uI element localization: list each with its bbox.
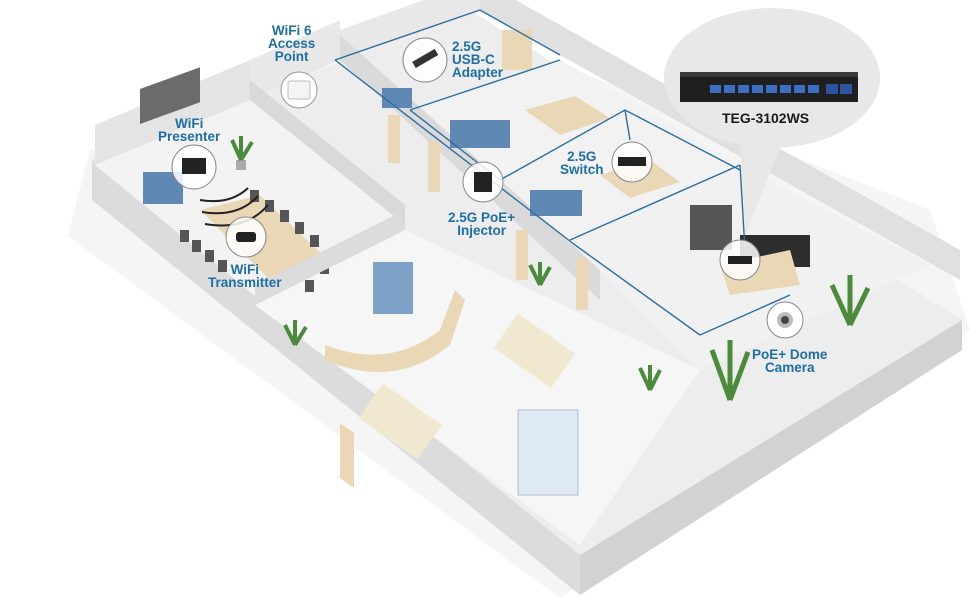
floor-slab-front — [92, 160, 580, 595]
label-wifi-presenter: WiFi Presenter — [158, 116, 221, 144]
back-wall-left — [95, 60, 250, 165]
product-callout-tail — [740, 135, 785, 235]
wall-conference-lobby — [255, 210, 405, 305]
lobby-sofa-2 — [358, 383, 442, 460]
door-5 — [576, 258, 588, 310]
plant-lobby — [283, 262, 662, 391]
label-dome-camera: PoE+ Dome Camera — [752, 347, 828, 375]
label-usbc-adapter: 2.5G USB-C Adapter — [452, 39, 504, 80]
plant-conference — [230, 136, 254, 170]
cabinet-lobby — [373, 262, 413, 314]
label-switch: 2.5G Switch — [560, 149, 604, 177]
office-floor — [410, 60, 740, 240]
office-sofa-1 — [382, 88, 412, 108]
floor-slab-right — [580, 320, 962, 595]
door-1 — [340, 423, 354, 488]
right-back-wall — [480, 0, 960, 280]
label-wifi-transmitter: WiFi Transmitter — [208, 262, 282, 290]
back-wall-top — [340, 0, 480, 60]
reception-desk — [325, 290, 465, 372]
label-wifi-access-point: WiFi 6 Access Point — [268, 23, 316, 64]
office-sofa-2 — [450, 120, 510, 148]
back-wall-mid — [250, 20, 340, 100]
plant-outdoor — [709, 275, 871, 401]
door-4 — [516, 230, 528, 280]
wall-conference-right — [250, 80, 405, 225]
lobby-sofa-1 — [493, 313, 576, 389]
tv-screen — [140, 67, 200, 125]
office-sofa-3 — [530, 190, 582, 216]
lobby-floor — [255, 230, 700, 545]
label-product-model: TEG-3102WS — [722, 110, 810, 126]
glass-door — [517, 409, 579, 496]
door-2 — [388, 115, 400, 163]
network-lines — [334, 9, 791, 336]
door-3 — [428, 142, 440, 192]
device-icons — [171, 37, 804, 339]
office-desk-1 — [525, 96, 610, 135]
label-poe-injector: 2.5G PoE+ Injector — [448, 210, 516, 238]
server-cabinet — [690, 205, 732, 250]
switch-product-image — [680, 72, 858, 102]
